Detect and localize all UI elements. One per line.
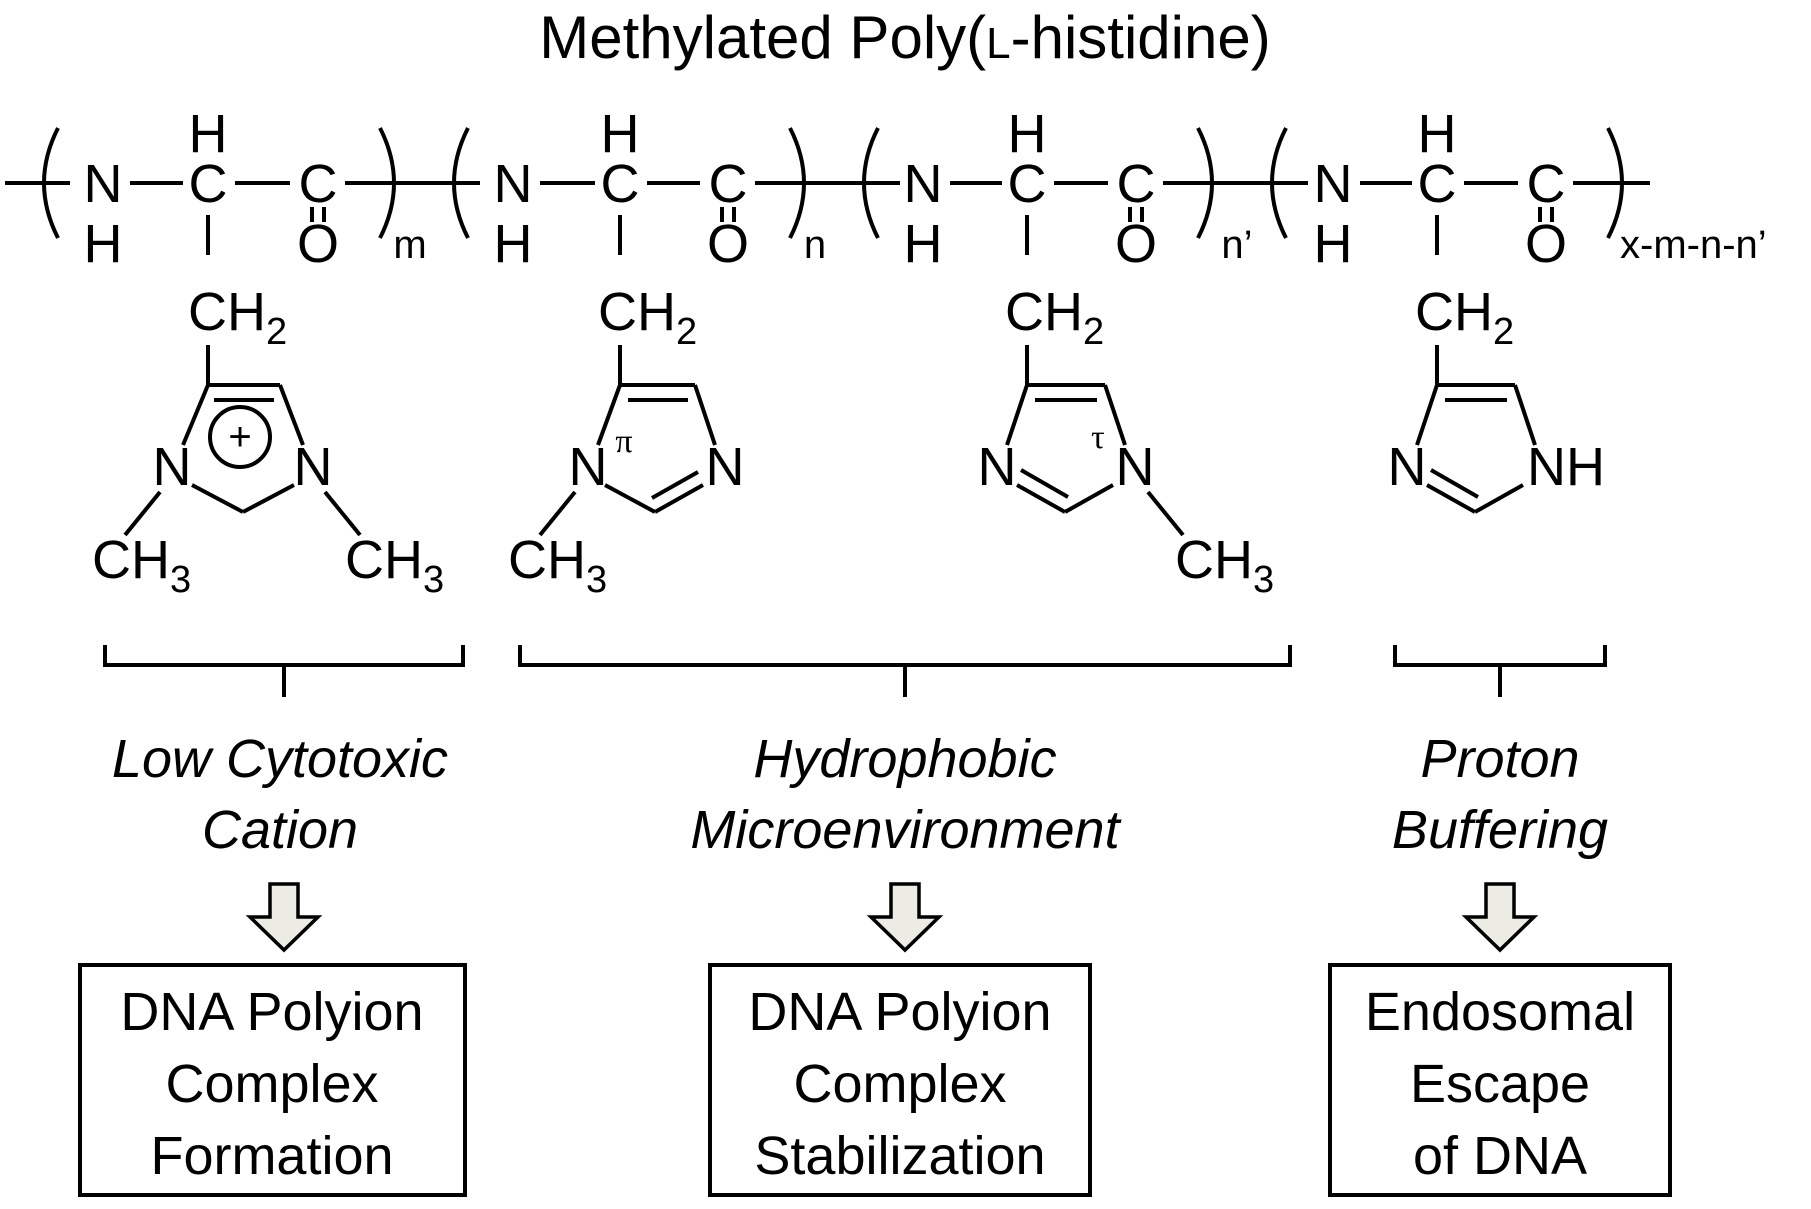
svg-text:N: N bbox=[1116, 437, 1155, 497]
svg-text:τ: τ bbox=[1091, 419, 1105, 456]
label-proton-buffering: Proton Buffering bbox=[1392, 729, 1608, 860]
svg-text:CH3: CH3 bbox=[345, 530, 444, 601]
svg-text:Stabilization: Stabilization bbox=[754, 1126, 1045, 1186]
svg-text:N: N bbox=[153, 437, 192, 497]
svg-text:N: N bbox=[294, 437, 333, 497]
svg-text:H: H bbox=[189, 104, 228, 164]
svg-text:π: π bbox=[615, 423, 632, 460]
svg-text:N: N bbox=[494, 154, 533, 214]
svg-text:Escape: Escape bbox=[1410, 1054, 1590, 1114]
svg-text:C: C bbox=[1117, 154, 1156, 214]
svg-text:CH3: CH3 bbox=[92, 530, 191, 601]
svg-text:m: m bbox=[393, 223, 426, 267]
svg-text:n: n bbox=[804, 223, 826, 267]
svg-text:CH2: CH2 bbox=[1415, 282, 1514, 353]
svg-text:C: C bbox=[709, 154, 748, 214]
svg-text:Hydrophobic: Hydrophobic bbox=[753, 729, 1056, 789]
bracket-middle bbox=[518, 645, 1292, 697]
svg-text:H: H bbox=[601, 104, 640, 164]
result-box-endosomal-escape: Endosomal Escape of DNA bbox=[1328, 963, 1672, 1197]
svg-text:H: H bbox=[1008, 104, 1047, 164]
svg-text:Endosomal: Endosomal bbox=[1365, 982, 1635, 1042]
svg-text:Microenvironment: Microenvironment bbox=[690, 800, 1121, 860]
down-arrow-icon bbox=[1461, 882, 1539, 953]
label-hydrophobic-microenvironment: Hydrophobic Microenvironment bbox=[690, 729, 1121, 860]
svg-text:+: + bbox=[228, 415, 251, 459]
diagram-title: Methylated Poly(L-histidine) bbox=[539, 4, 1270, 71]
monomer-unit-dimethyl: N H C H C O m CH2 N N + CH3 CH3 bbox=[5, 104, 444, 601]
svg-text:Complex: Complex bbox=[165, 1054, 378, 1114]
down-arrow-icon bbox=[866, 882, 944, 953]
svg-text:CH3: CH3 bbox=[1175, 530, 1274, 601]
monomer-unit-pi-methyl: N H C H C O n CH2 N N π CH3 bbox=[400, 104, 826, 601]
svg-text:H: H bbox=[1418, 104, 1457, 164]
result-box-stabilization: DNA Polyion Complex Stabilization bbox=[708, 963, 1092, 1197]
label-low-cytotoxic-cation: Low Cytotoxic Cation bbox=[112, 729, 448, 860]
svg-text:n’: n’ bbox=[1221, 223, 1252, 267]
svg-text:N: N bbox=[84, 154, 123, 214]
svg-text:N: N bbox=[904, 154, 943, 214]
svg-text:C: C bbox=[299, 154, 338, 214]
monomer-unit-tau-methyl: N H C H C O n’ CH2 N N τ CH3 bbox=[820, 104, 1274, 601]
svg-text:DNA Polyion: DNA Polyion bbox=[120, 982, 423, 1042]
svg-text:CH2: CH2 bbox=[188, 282, 287, 353]
svg-text:H: H bbox=[84, 214, 123, 274]
svg-text:O: O bbox=[707, 214, 749, 274]
svg-text:H: H bbox=[904, 214, 943, 274]
svg-text:N: N bbox=[978, 437, 1017, 497]
svg-text:H: H bbox=[494, 214, 533, 274]
svg-text:Proton: Proton bbox=[1420, 729, 1579, 789]
svg-text:of DNA: of DNA bbox=[1413, 1126, 1587, 1186]
svg-text:O: O bbox=[297, 214, 339, 274]
svg-text:C: C bbox=[1008, 154, 1047, 214]
svg-text:O: O bbox=[1525, 214, 1567, 274]
bracket-left bbox=[103, 645, 465, 697]
svg-text:CH2: CH2 bbox=[1005, 282, 1104, 353]
svg-text:H: H bbox=[1314, 214, 1353, 274]
svg-text:Complex: Complex bbox=[793, 1054, 1006, 1114]
svg-text:N: N bbox=[1388, 437, 1427, 497]
svg-text:C: C bbox=[601, 154, 640, 214]
svg-text:CH2: CH2 bbox=[598, 282, 697, 353]
result-box-formation: DNA Polyion Complex Formation bbox=[78, 963, 467, 1197]
bracket-right bbox=[1393, 645, 1607, 697]
svg-text:N: N bbox=[1314, 154, 1353, 214]
svg-text:C: C bbox=[1527, 154, 1566, 214]
svg-text:N: N bbox=[706, 437, 745, 497]
svg-text:Low Cytotoxic: Low Cytotoxic bbox=[112, 729, 448, 789]
svg-text:Cation: Cation bbox=[202, 800, 358, 860]
svg-text:DNA Polyion: DNA Polyion bbox=[748, 982, 1051, 1042]
svg-text:Formation: Formation bbox=[150, 1126, 393, 1186]
svg-text:CH3: CH3 bbox=[508, 530, 607, 601]
svg-text:N: N bbox=[569, 437, 608, 497]
svg-text:Buffering: Buffering bbox=[1392, 800, 1608, 860]
svg-text:C: C bbox=[189, 154, 228, 214]
down-arrow-icon bbox=[245, 882, 323, 953]
svg-text:NH: NH bbox=[1527, 437, 1605, 497]
svg-text:O: O bbox=[1115, 214, 1157, 274]
svg-text:C: C bbox=[1418, 154, 1457, 214]
svg-text:x-m-n-n’: x-m-n-n’ bbox=[1620, 223, 1767, 267]
monomer-unit-histidine: N H C H C O x-m-n-n’ CH2 N NH bbox=[1228, 104, 1767, 514]
